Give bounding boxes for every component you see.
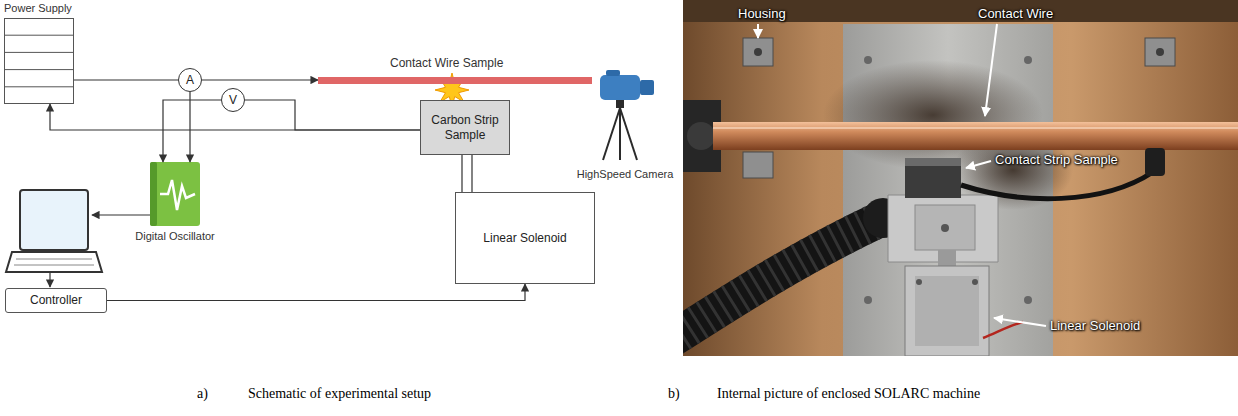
tripod-leg — [603, 108, 620, 160]
strip-block — [905, 158, 961, 198]
caption-text: Schematic of experimental setup — [248, 386, 431, 402]
node-text: Controller — [30, 293, 82, 308]
oscillator-spine — [150, 162, 157, 226]
camera-top — [606, 70, 620, 76]
power-supply-outline — [4, 18, 74, 104]
caption-text: Internal picture of enclosed SOLARC mach… — [717, 386, 980, 402]
bolt — [1024, 56, 1032, 64]
data-wire — [92, 214, 150, 215]
leader-line — [757, 24, 759, 38]
signal-cable — [961, 172, 1153, 199]
camera-icon-outline — [600, 70, 658, 170]
housing-bracket — [743, 152, 773, 178]
wire-connector — [163, 100, 221, 162]
camera-lens — [640, 80, 654, 95]
black-cable — [683, 218, 883, 345]
holder-face — [915, 205, 975, 250]
tripod-head — [616, 100, 624, 108]
cable-ribs — [683, 218, 883, 345]
node-text: Carbon Strip Sample — [426, 113, 504, 143]
caption-letter: b) — [668, 386, 680, 402]
contact-wire-bar-outline — [318, 77, 592, 84]
wire-connector — [107, 284, 525, 301]
laptop-keys — [16, 259, 92, 260]
node-text: Digital Oscillator — [135, 230, 215, 244]
node-text: HighSpeed Camera — [575, 168, 675, 180]
strip-top — [905, 158, 961, 166]
caption-letter: a) — [197, 386, 208, 402]
wire-connector — [189, 92, 190, 162]
bolt — [1024, 296, 1032, 304]
plunger — [938, 250, 956, 268]
bolt — [864, 56, 872, 64]
node-text: V — [229, 93, 237, 107]
node-text: Linear Solenoid — [483, 231, 566, 246]
ammeter: A — [178, 68, 202, 92]
red-wire — [983, 322, 1023, 338]
bolt — [941, 224, 949, 232]
bolt — [864, 296, 872, 304]
data-wire — [49, 273, 50, 287]
bolt — [754, 48, 762, 56]
copper-rod — [713, 122, 1238, 150]
node-text: Power Supply — [4, 2, 72, 14]
callout-label: Housing — [738, 6, 786, 21]
wire-connector — [245, 100, 420, 130]
supply-divider — [4, 69, 74, 70]
supply-divider — [4, 52, 74, 53]
wire-connector — [202, 79, 318, 80]
waveform — [160, 180, 195, 210]
cable-plug — [1145, 148, 1165, 176]
bolt — [1156, 48, 1164, 56]
callout-label: Contact Strip Sample — [995, 152, 1118, 167]
camera-icon: HighSpeed Camera — [575, 62, 675, 187]
tripod-leg — [620, 108, 637, 160]
top-band — [683, 0, 1238, 22]
oscillator-icon-outline — [150, 162, 200, 226]
leader-line — [985, 24, 997, 116]
screw — [972, 279, 978, 285]
solenoid-face — [915, 276, 979, 346]
oscillator-icon — [150, 162, 200, 226]
laptop-keys — [14, 265, 94, 266]
callout-label: Contact Wire — [978, 6, 1053, 21]
power-supply: Power Supply — [4, 2, 104, 106]
wire-connector — [462, 155, 472, 192]
controller-box: Controller — [5, 288, 107, 313]
node-text: A — [186, 73, 194, 87]
camera-body — [600, 75, 640, 100]
laptop-base — [6, 252, 102, 272]
screw — [916, 279, 922, 285]
tripod-leg — [619, 108, 621, 160]
housing-bracket — [1145, 38, 1175, 66]
supply-divider — [4, 35, 74, 36]
wire-connector — [74, 79, 178, 80]
wood-back — [683, 0, 1238, 356]
machine-photo — [683, 0, 1238, 356]
leader-line — [966, 161, 991, 168]
carbon-strip-box: Carbon Strip Sample — [420, 100, 510, 155]
housing-bracket — [743, 38, 773, 66]
solenoid-box: Linear Solenoid — [455, 192, 595, 284]
contact-wire-bar: Contact Wire Sample — [318, 56, 592, 86]
laptop-screen — [20, 190, 88, 250]
leader-line — [994, 318, 1046, 326]
rod-highlight — [713, 127, 1238, 129]
voltmeter: V — [221, 88, 245, 112]
oscillator-icon: Digital Oscillator — [135, 160, 215, 270]
supply-divider — [4, 86, 74, 87]
solenoid-body — [905, 266, 989, 356]
end-mount — [687, 122, 715, 150]
callout-label: Linear Solenoid — [1050, 318, 1140, 333]
node-text: Contact Wire Sample — [390, 56, 503, 70]
